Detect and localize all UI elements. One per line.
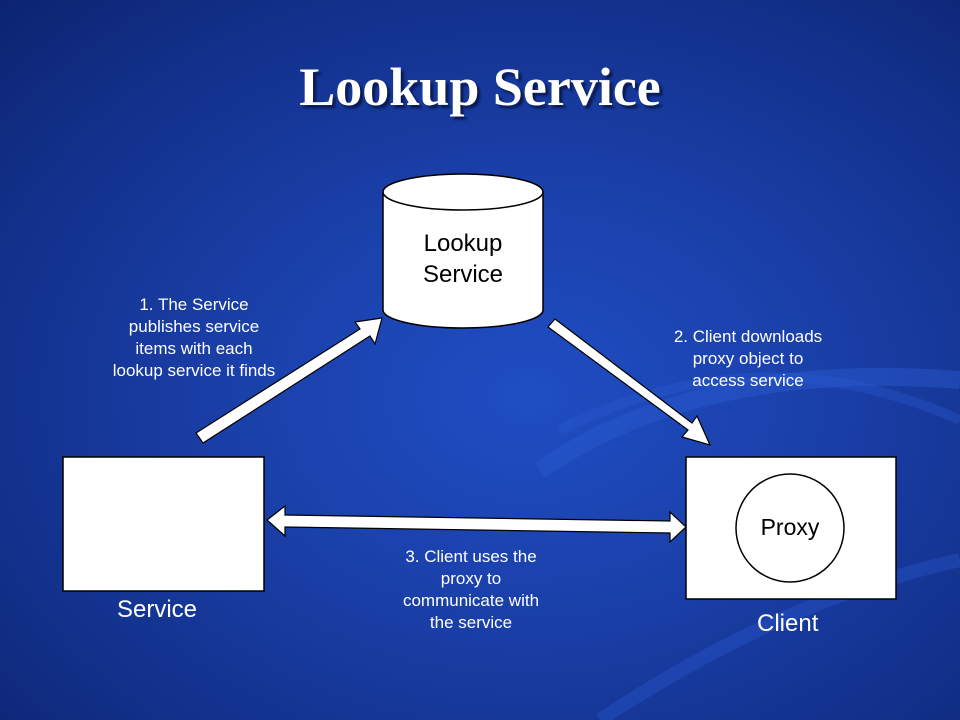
proxy-circle [735,473,845,583]
lookup-service-cylinder [382,173,544,329]
service-label: Service [117,596,198,623]
communicate-note: 3. Client uses the proxy to communicate … [402,547,540,632]
proxy-label: Proxy [760,514,820,540]
slide-title: Lookup Service [299,57,661,117]
publish-arrow [195,317,383,444]
publish-note: 1. The Service publishes service items w… [112,295,276,380]
client-label: Client [757,610,819,637]
lookup-service-label: Lookup Service [422,230,504,288]
communicate-arrow [266,504,687,544]
service-box [62,456,265,592]
download-arrow [547,318,712,446]
download-note: 2. Client downloads proxy object to acce… [673,327,823,390]
